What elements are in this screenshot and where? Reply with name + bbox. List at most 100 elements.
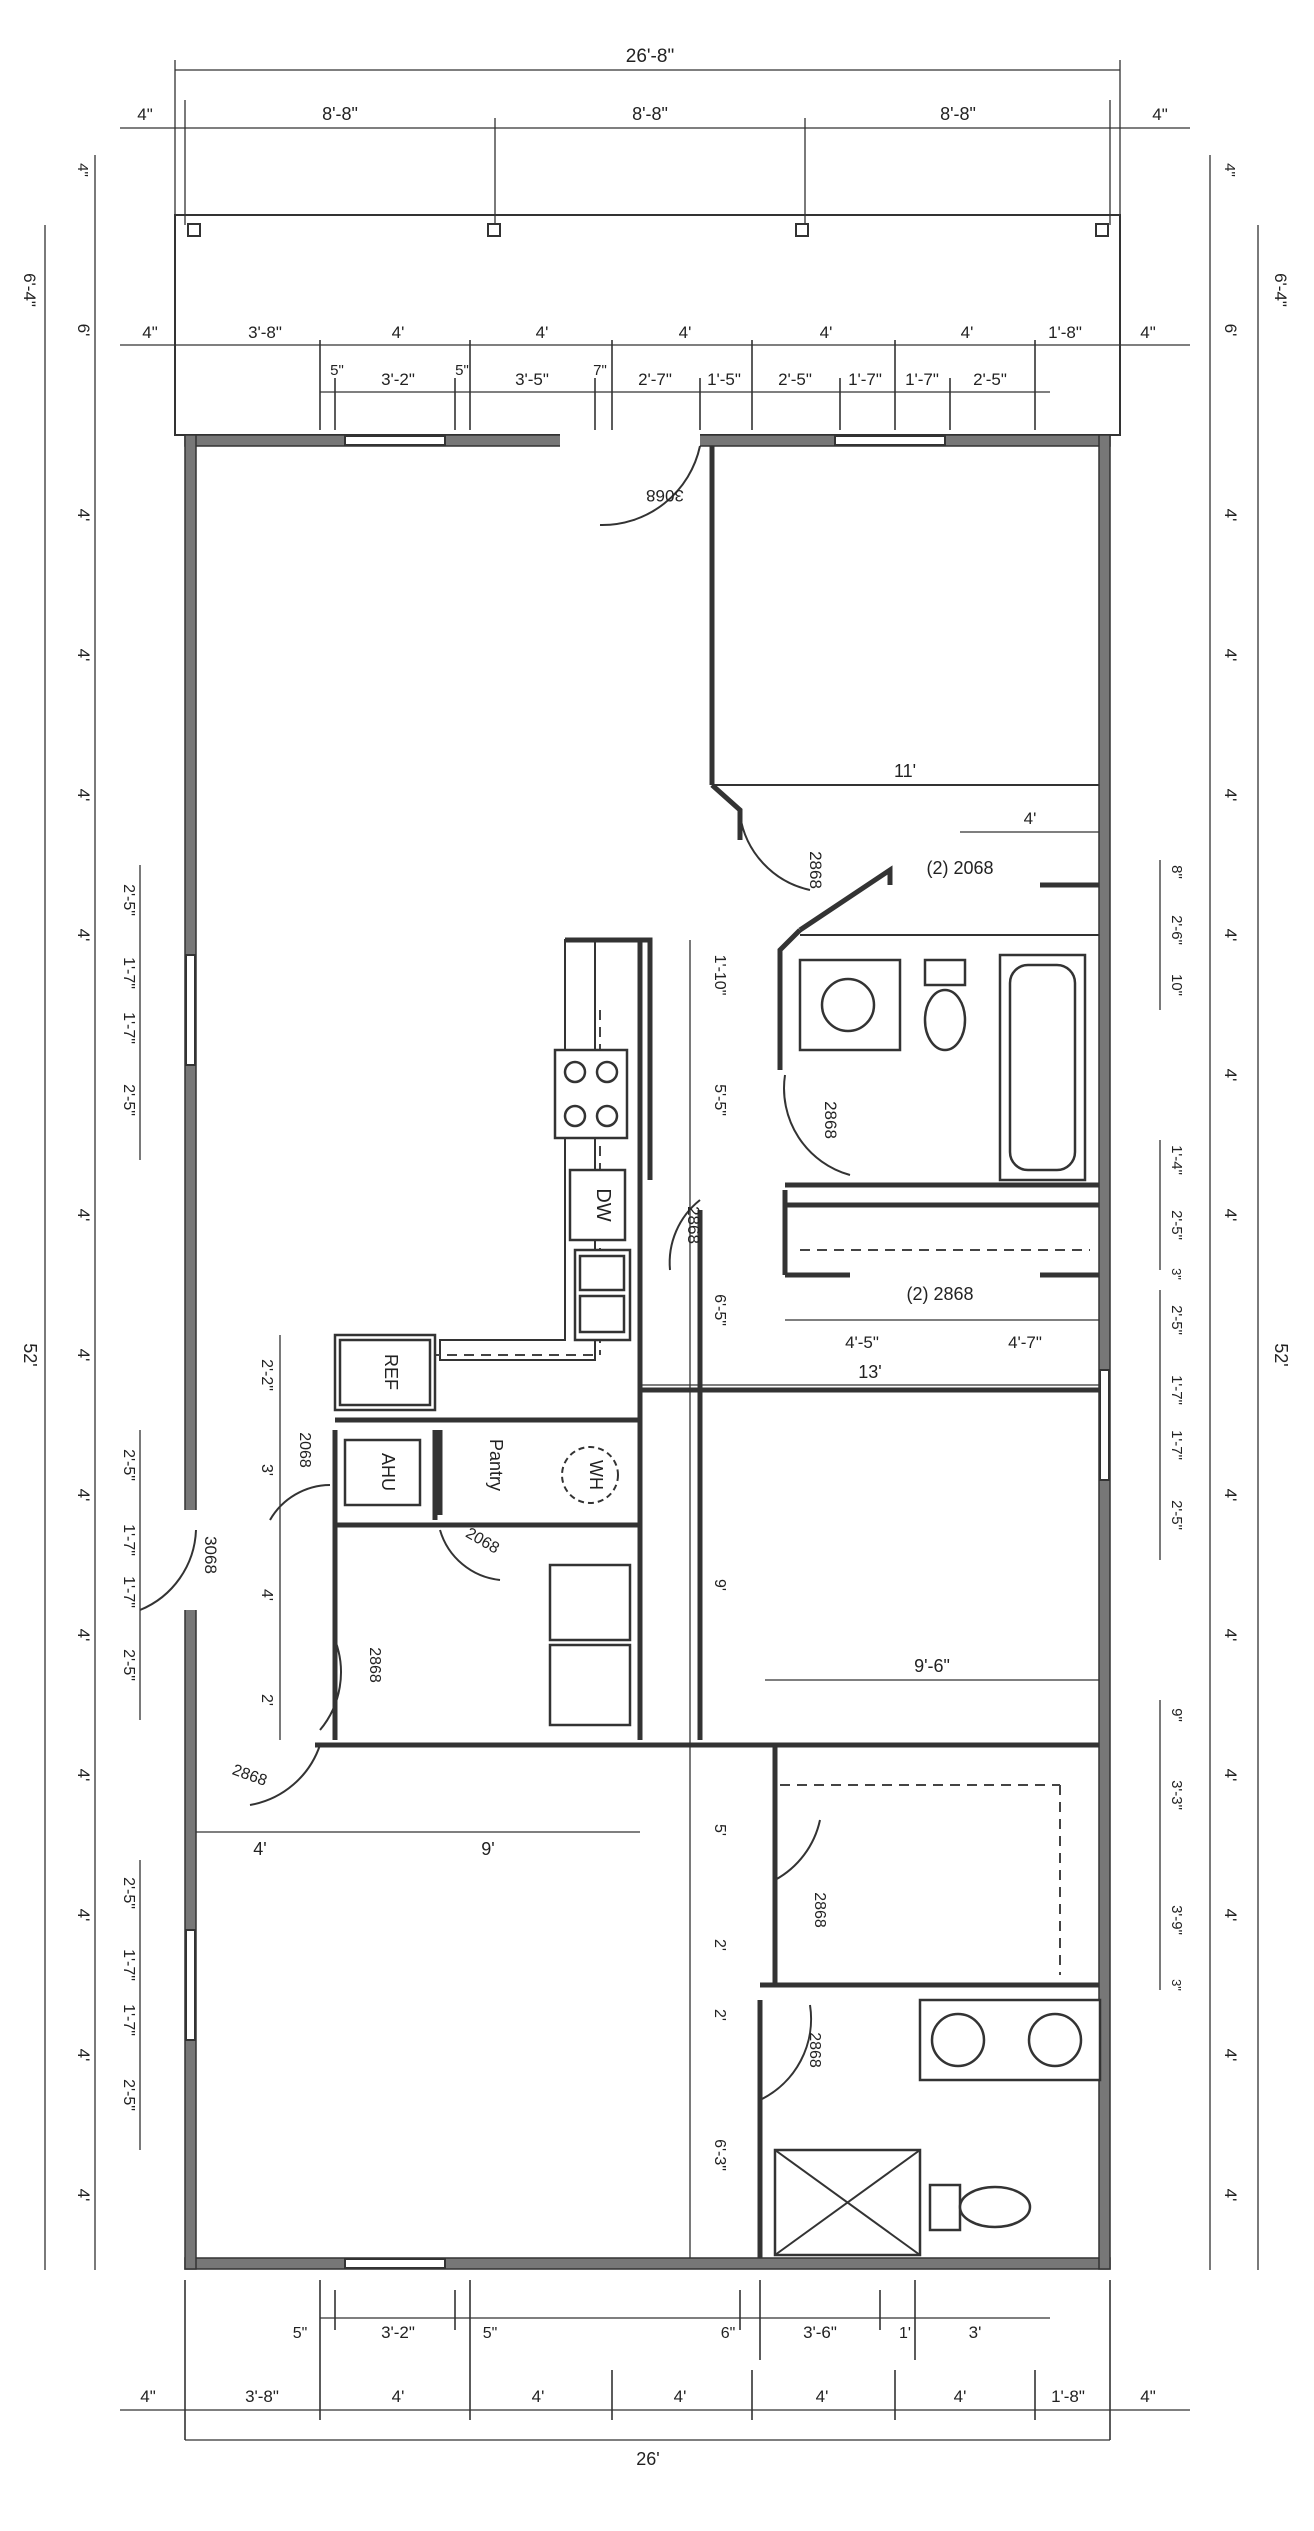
left-four-ft-dim: 4' [74, 2189, 93, 2202]
top-edge-left-dim: 4" [137, 105, 153, 124]
left-four-ft-dim: 4' [74, 789, 93, 802]
left-four-ft-dim: 4' [74, 1489, 93, 1502]
top-row3-dim: 2'-5" [973, 370, 1007, 389]
wh-label: WH [586, 1460, 606, 1490]
bottom-row2-dim: 4' [674, 2387, 687, 2406]
door-swings [139, 445, 851, 2101]
left-overall-dim: 52' [20, 1343, 40, 1366]
left-seg-dim: 1'-7" [120, 1576, 137, 1608]
living-bottom-dim: 4' [253, 1839, 266, 1859]
door-label: 3068 [201, 1536, 220, 1574]
right-four-ft-dim: 4' [1221, 509, 1240, 522]
porch-right-dim: 4" [1221, 163, 1238, 177]
porch-left-dim: 4" [74, 163, 91, 177]
washer-icon [548, 1563, 632, 1642]
closet-doors-top-label: (2) 2068 [926, 858, 993, 878]
bottom-row1-dim: 5" [293, 2325, 308, 2342]
top-row3-dim: 5" [455, 362, 469, 379]
kitchen: DW REF AHU Pantry WH [333, 939, 632, 1727]
window [185, 1929, 196, 2041]
right-four-ft-dim: 4' [1221, 2189, 1240, 2202]
hall-dim: 5' [711, 1824, 728, 1836]
right-four-ft-dim: 4' [1221, 1489, 1240, 1502]
right-seg-dim: 1'-7" [1168, 1375, 1185, 1405]
left-seg-dim: 2'-5" [120, 1877, 137, 1909]
hall-dim: 9' [711, 1579, 728, 1591]
right-seg-dim: 3" [1169, 1979, 1184, 1991]
right-four-ft-dim: 4' [1221, 1069, 1240, 1082]
top-row2-dim: 4' [961, 323, 974, 342]
living-bottom-dim: 9' [481, 1839, 494, 1859]
top-row2-dim: 4' [392, 323, 405, 342]
porch-left-dim: 6' [74, 324, 93, 337]
dishwasher-icon [568, 1168, 627, 1242]
top-bay-dim: 8'-8" [940, 104, 976, 124]
closet-doors-bottom-label: (2) 2868 [906, 1284, 973, 1304]
pantry-label: Pantry [486, 1439, 506, 1491]
porch [174, 214, 1121, 436]
left-seg-dim: 1'-7" [120, 957, 137, 989]
bottom-row1-dim: 3'-6" [803, 2323, 837, 2342]
hall-dim: 2' [711, 1939, 728, 1951]
laundry-dim: 2'-2" [258, 1359, 275, 1391]
porch-right-dim: 6'-4" [1271, 273, 1290, 307]
window [834, 435, 946, 446]
left-seg-dim: 2'-5" [120, 1649, 137, 1681]
right-seg-dim: 3'-3" [1168, 1780, 1185, 1810]
top-overall-dim: 26'-8" [626, 46, 674, 67]
bed2-width-dim: 13' [858, 1362, 881, 1382]
right-seg-dim: 1'-4" [1168, 1145, 1185, 1175]
porch-post [795, 223, 809, 237]
right-seg-dim: 8" [1168, 865, 1185, 879]
right-seg-dim: 1'-7" [1168, 1430, 1185, 1460]
right-four-ft-dim: 4' [1221, 1769, 1240, 1782]
window [1099, 1369, 1110, 1481]
window [344, 2258, 446, 2269]
laundry-dim: 3' [258, 1464, 275, 1476]
door-label: 2868 [684, 1206, 703, 1244]
right-seg-dim: 9" [1168, 1708, 1185, 1722]
right-dimensions: 52' 4' 4' 4' 4' 4' 4' 4' 4' 4' 4' 4' 4' … [1159, 435, 1291, 2270]
left-seg-dim: 2'-5" [120, 2079, 137, 2111]
left-four-ft-dim: 4' [74, 929, 93, 942]
door-labels: 3068 3068 2868 2868 2868 2068 2068 2868 … [201, 486, 840, 2068]
hall-dim: 2' [711, 2009, 728, 2021]
dryer-icon [548, 1643, 632, 1727]
left-seg-dim: 1'-7" [120, 1012, 137, 1044]
left-four-ft-dim: 4' [74, 1909, 93, 1922]
right-seg-dim: 2'-5" [1168, 1305, 1185, 1335]
top-row2-dim: 4' [679, 323, 692, 342]
door-label: 2868 [806, 851, 825, 889]
right-seg-dim: 2'-5" [1168, 1210, 1185, 1240]
left-four-ft-dim: 4' [74, 509, 93, 522]
bottom-row2-dim: 4' [532, 2387, 545, 2406]
top-row3-dim: 3'-2" [381, 370, 415, 389]
top-row3-dim: 7" [593, 362, 607, 379]
left-seg-dim: 2'-5" [120, 884, 137, 916]
left-four-ft-dim: 4' [74, 2049, 93, 2062]
door-label: 2068 [296, 1432, 313, 1468]
right-four-ft-dim: 4' [1221, 1629, 1240, 1642]
top-row3-dim: 1'-7" [848, 370, 882, 389]
bottom-row2-dim: 1'-8" [1051, 2387, 1085, 2406]
left-seg-dim: 1'-7" [120, 1949, 137, 1981]
right-four-ft-dim: 4' [1221, 1909, 1240, 1922]
laundry-dim: 2' [258, 1694, 275, 1706]
top-row3-dim: 1'-5" [707, 370, 741, 389]
closet-split-dim: 4'-7" [1008, 1333, 1042, 1352]
right-seg-dim: 2'-5" [1168, 1500, 1185, 1530]
left-four-ft-dim: 4' [74, 1349, 93, 1362]
water-heater-icon [561, 1446, 619, 1504]
bottom-row1-dim: 3' [969, 2323, 982, 2342]
left-dimensions: 52' 4' 4' 4' 4' 4' 4' 4' 4' 4' 4' 4' 4' … [20, 435, 141, 2270]
right-seg-dim: 2'-6" [1168, 915, 1185, 945]
porch-post [487, 223, 501, 237]
interior-dimensions: 11' 4' (2) 2068 (2) 2868 4'-5" 4'-7" 13'… [196, 761, 1099, 2258]
left-four-ft-dim: 4' [74, 1629, 93, 1642]
door-label: 3068 [646, 486, 684, 505]
porch-left-dim: 6'-4" [20, 273, 39, 307]
stove-icon [553, 1048, 629, 1140]
left-seg-dim: 1'-7" [120, 1524, 137, 1556]
toilet-icon [928, 2183, 962, 2232]
right-four-ft-dim: 4' [1221, 929, 1240, 942]
